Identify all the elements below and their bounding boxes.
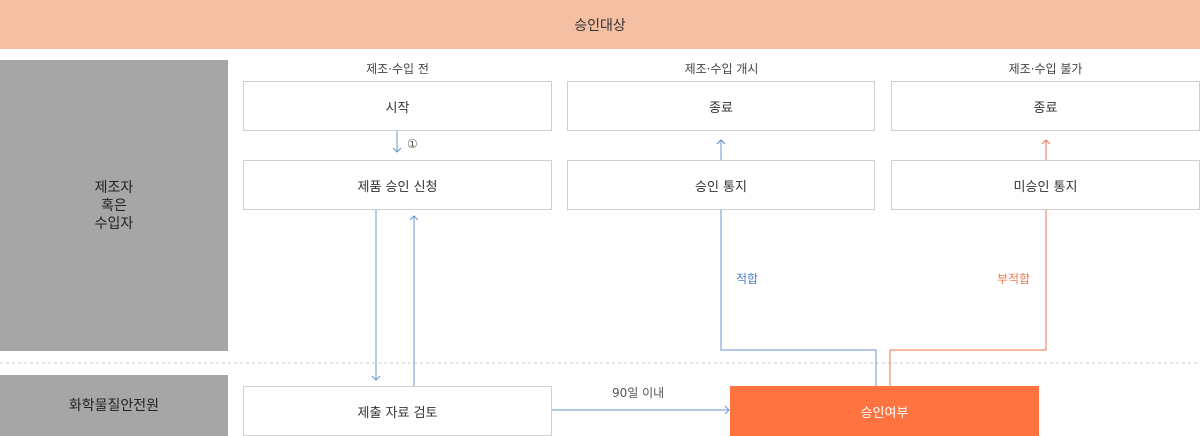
arrow-decision-to-approval bbox=[716, 139, 877, 386]
column-title-started: 제조·수입 개시 bbox=[684, 62, 759, 76]
box-end-started: 종료 bbox=[567, 81, 875, 131]
box-end-denied: 종료 bbox=[891, 81, 1200, 131]
box-review: 제출 자료 검토 bbox=[243, 386, 552, 436]
label-suitable: 적합 bbox=[736, 272, 759, 286]
label-unsuitable: 부적합 bbox=[997, 272, 1031, 286]
institute-lane-label: 화학물질안전원 bbox=[0, 375, 228, 436]
box-apply: 제품 승인 신청 bbox=[243, 160, 552, 210]
box-decision: 승인여부 bbox=[730, 386, 1039, 436]
column-title-denied: 제조·수입 불가 bbox=[1008, 62, 1083, 76]
arrow-decision-to-denial bbox=[889, 210, 1047, 386]
box-approval-notice: 승인 통지 bbox=[567, 160, 875, 210]
label-within-days: 90일 이내 bbox=[612, 386, 665, 400]
box-denial-notice: 미승인 통지 bbox=[891, 160, 1200, 210]
column-title-before: 제조·수입 전 bbox=[366, 62, 429, 76]
step-number-label: ① bbox=[407, 137, 418, 151]
header-bar: 승인대상 bbox=[0, 0, 1200, 49]
header-title: 승인대상 bbox=[574, 17, 626, 34]
manufacturer-lane-label: 제조자 혹은 수입자 bbox=[0, 60, 228, 351]
box-start: 시작 bbox=[243, 81, 552, 131]
